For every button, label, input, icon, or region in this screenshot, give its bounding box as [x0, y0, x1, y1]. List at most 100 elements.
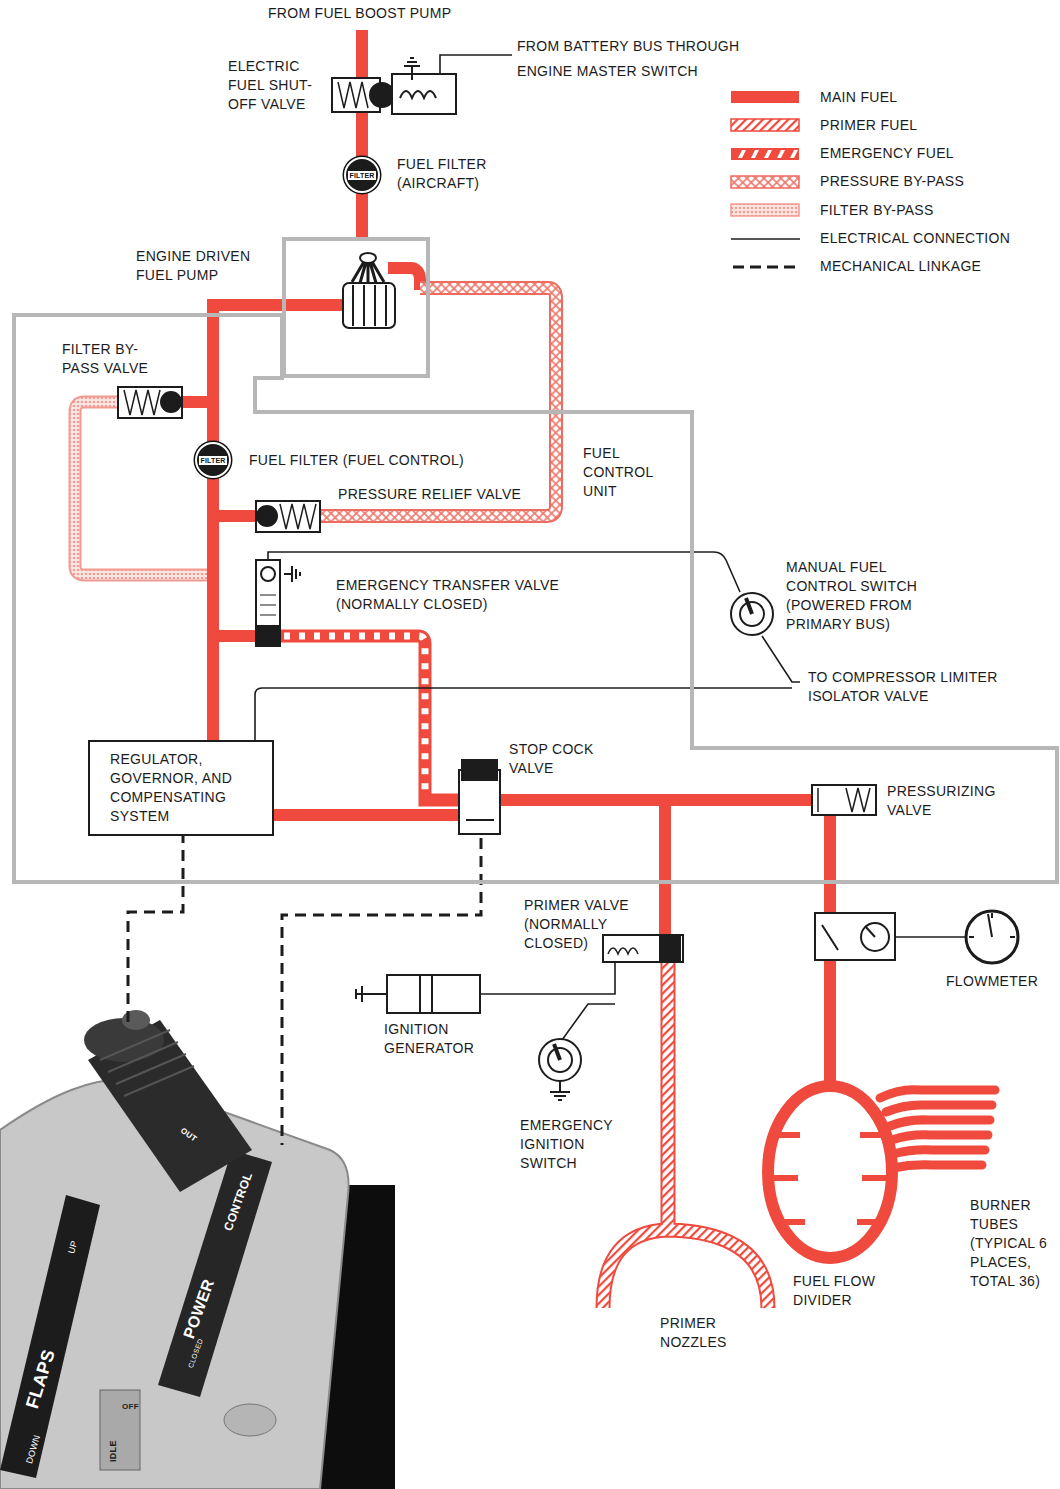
transfer-valve-symbol: [258, 626, 278, 644]
panel-marking: UP: [66, 1239, 80, 1255]
mechanical-linkage: [128, 832, 183, 1028]
flowmeter-symbol: [966, 911, 1018, 963]
part-label: FUEL FILTER (FUEL CONTROL): [249, 451, 519, 470]
part-label: PRIMER NOZZLES: [660, 1314, 750, 1352]
mechanical-linkage: [128, 832, 481, 1145]
legend-swatch: [731, 91, 799, 103]
legend-label: MECHANICAL LINKAGE: [820, 257, 981, 276]
legend-swatch: [730, 231, 802, 247]
pressurizing-valve-symbol: [812, 785, 876, 815]
stop-cock-symbol: [466, 819, 494, 821]
toggle-switch-symbol: [539, 1039, 581, 1081]
relief-valve-symbol: [256, 501, 320, 532]
primer-valve-symbol: [603, 935, 683, 962]
fuel-control-lines: [603, 962, 768, 1308]
fuel-control-lines: [280, 636, 459, 800]
part-label: STOP COCK VALVE: [509, 740, 609, 778]
fuel-control-lines: [880, 1090, 995, 1168]
part-label: FROM BATTERY BUS THROUGH ENGINE MASTER S…: [517, 34, 777, 84]
pump-housing: ENGINE DRIVEN FUEL PUMP: [282, 237, 430, 378]
throttle-quadrant-photo: [224, 1404, 276, 1436]
process-box: REGULATOR, GOVERNOR, AND COMPENSATING SY…: [88, 740, 274, 836]
throttle-quadrant-photo: [158, 1150, 272, 1397]
fuel-control-lines: [213, 510, 256, 522]
part-label: EMERGENCY TRANSFER VALVE (NORMALLY CLOSE…: [336, 576, 596, 614]
throttle-quadrant-photo: [100, 1390, 140, 1470]
part-label: FUEL FILTER (AIRCRAFT): [397, 155, 512, 193]
legend-label: EMERGENCY FUEL: [820, 144, 954, 163]
fuel-control-lines: [274, 809, 459, 821]
fuel-pump-symbol: [343, 283, 395, 328]
part-label: FLOWMETER: [946, 972, 1051, 991]
electrical-wires: [255, 55, 965, 1040]
node-label: REGULATOR, GOVERNOR, AND COMPENSATING SY…: [110, 750, 262, 826]
bypass-valve-symbol: [118, 387, 182, 418]
bypass-valve-symbol: [118, 387, 182, 418]
part-label: MANUAL FUEL CONTROL SWITCH (POWERED FROM…: [786, 558, 936, 634]
panel-marking: DOWN: [24, 1434, 43, 1466]
fuel-control-lines: [213, 630, 256, 642]
pressurizing-valve-symbol: [812, 785, 876, 815]
part-label: BURNER TUBES (TYPICAL 6 PLACES, TOTAL 36…: [970, 1196, 1056, 1291]
stop-cock-symbol: [459, 760, 500, 834]
legend-row: MECHANICAL LINKAGE: [730, 257, 981, 277]
relief-valve-symbol: [257, 506, 277, 526]
legend-swatch: [730, 146, 802, 162]
part-label: FUEL FLOW DIVIDER: [793, 1272, 893, 1310]
fuel-control-lines: [768, 1135, 892, 1222]
fuel-control-unit-outline: [12, 315, 1057, 882]
legend-swatch: [764, 150, 772, 158]
electrical-wires: [255, 688, 792, 740]
legend-swatch: [731, 148, 799, 160]
legend-row: PRIMER FUEL: [730, 115, 917, 135]
legend-swatch: [731, 91, 799, 103]
legend-swatch: [731, 238, 800, 240]
legend-swatch: [730, 259, 802, 275]
panel-marking: CONTROL: [221, 1170, 255, 1233]
fuel-line: [207, 478, 219, 740]
panel-marking: OFF: [122, 1402, 139, 1412]
part-label: PRESSURIZING VALVE: [887, 782, 1017, 820]
fuel-line: [356, 193, 368, 237]
shutoff-valve-symbol: [338, 82, 368, 108]
toggle-switch-symbol: [554, 1044, 560, 1060]
panel-marking: IDLE: [108, 1440, 119, 1462]
fuel-control-lines: [75, 402, 207, 575]
toggle-switch-symbol: [746, 598, 752, 614]
stop-cock-symbol: [462, 760, 497, 780]
transfer-valve-symbol: [256, 560, 300, 646]
throttle-quadrant-photo: [122, 1010, 150, 1030]
fuel-control-lines: [284, 636, 425, 796]
ignition-generator-symbol: [355, 986, 387, 1002]
part-label: PRESSURE RELIEF VALVE: [338, 485, 568, 504]
legend-label: PRIMER FUEL: [820, 116, 917, 135]
relief-valve-symbol: [256, 501, 320, 532]
electrical-wires: [762, 636, 800, 682]
electrical-wires: [562, 1004, 615, 1040]
legend-swatch: [731, 176, 799, 188]
legend-swatch: [731, 176, 799, 188]
bypass-valve-symbol: [124, 390, 160, 415]
toggle-switch-symbol: [539, 593, 773, 1100]
legend-swatch: [738, 150, 746, 158]
electrical-wires: [895, 936, 965, 938]
part-label: ELECTRIC FUEL SHUT-OFF VALVE: [228, 57, 323, 114]
legend-swatch: [733, 265, 800, 268]
shutoff-valve-symbol: [370, 83, 394, 107]
legend-swatch: [730, 202, 802, 218]
fuel-pump-symbol: [353, 285, 386, 326]
legend-swatch: [790, 150, 798, 158]
legend-label: MAIN FUEL: [820, 88, 897, 107]
transfer-valve-symbol: [260, 595, 276, 615]
primer-valve-symbol: [603, 935, 683, 962]
legend-label: PRESSURE BY-PASS: [820, 172, 964, 191]
fuel-line: [213, 305, 282, 442]
throttle-quadrant-photo: [0, 1195, 100, 1478]
transfer-valve-symbol: [256, 560, 280, 646]
part-label: EMERGENCY IGNITION SWITCH: [520, 1116, 630, 1173]
legend-swatch: [731, 204, 799, 216]
flowmeter-symbol: [822, 925, 875, 950]
toggle-switch-symbol: [731, 593, 773, 635]
legend-swatch: [731, 204, 799, 216]
